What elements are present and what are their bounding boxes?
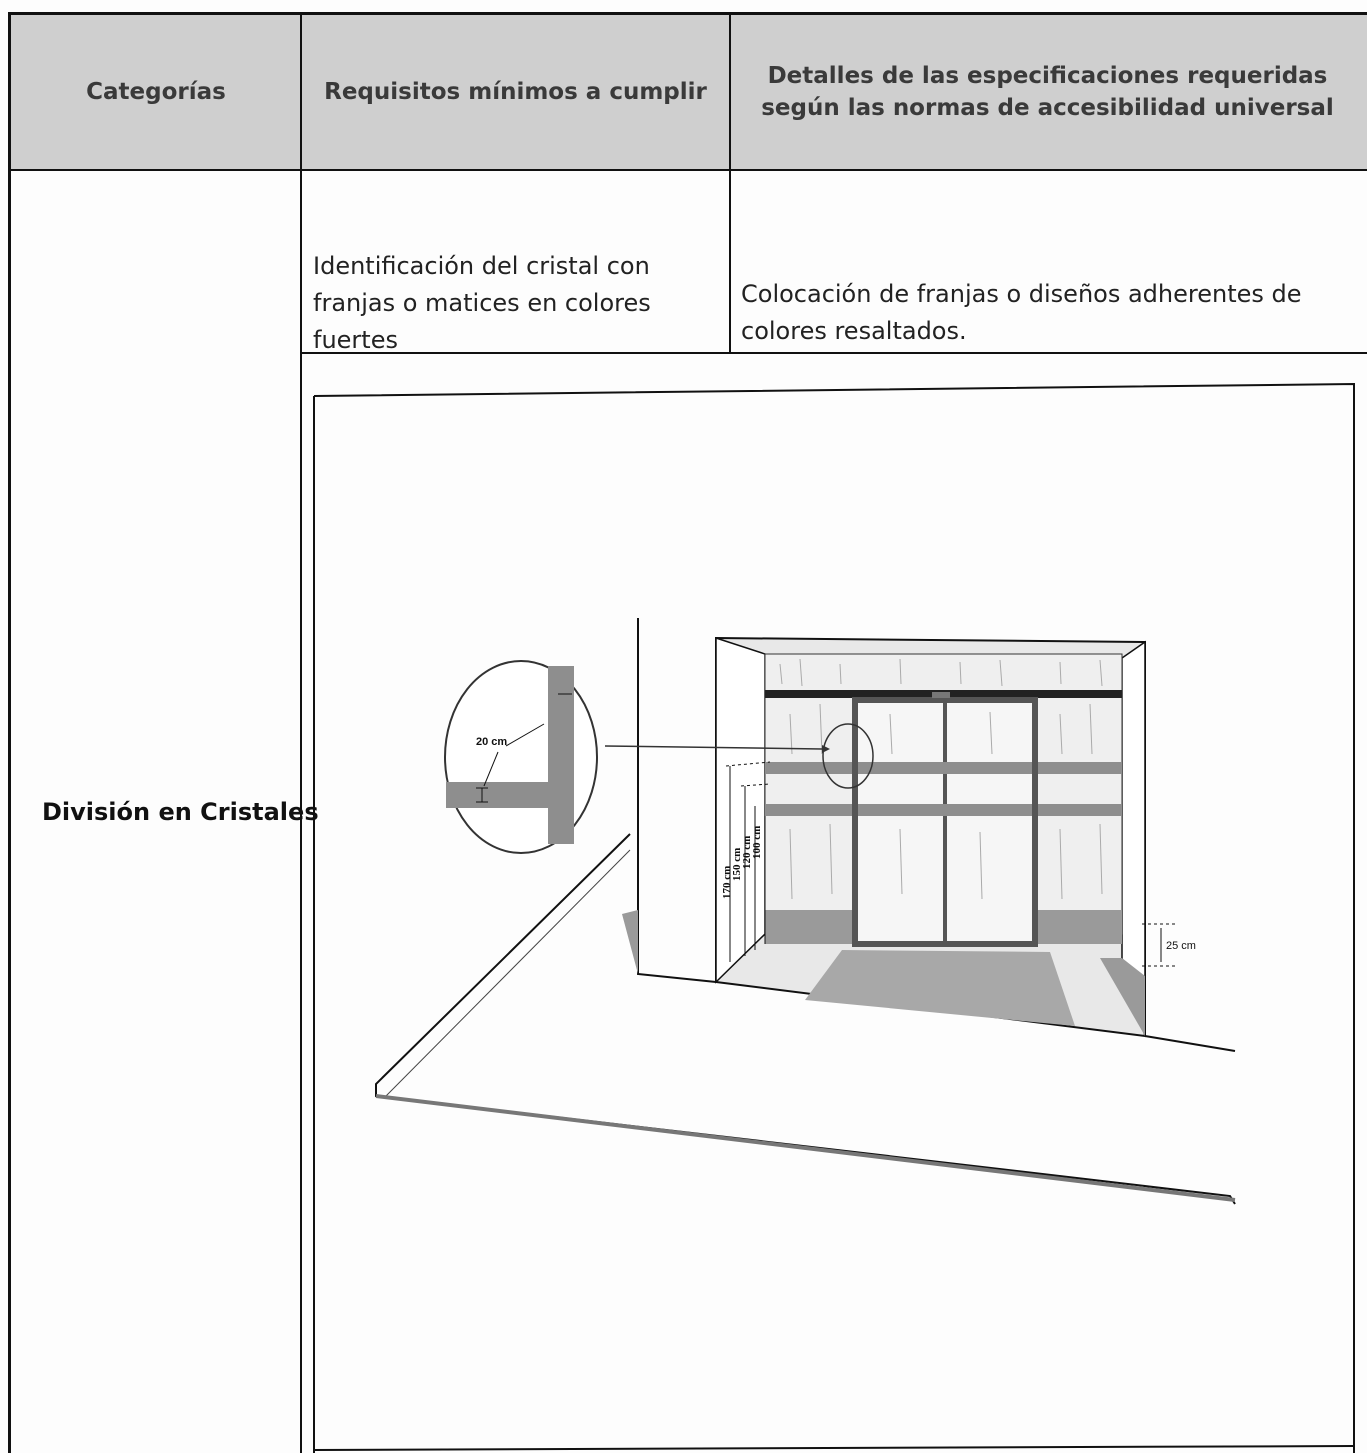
height-label-150: 150 cm — [731, 848, 743, 881]
zoom-dimension-label: 20 cm — [476, 736, 507, 748]
column-divider-1 — [300, 14, 302, 1453]
height-label-120: 120 cm — [741, 836, 753, 869]
header-categories: Categorías — [86, 78, 226, 105]
base-dimension-label: 25 cm — [1166, 940, 1196, 952]
height-label-100: 100 cm — [751, 826, 763, 859]
column-divider-2 — [729, 14, 731, 354]
glass-door-illustration: 20 cm 170 cm 150 cm 120 cm 100 cm 25 cm — [313, 382, 1355, 1453]
header-bottom-border — [8, 169, 1367, 171]
table-border-top — [8, 12, 1367, 15]
category-cell: División en Cristales — [42, 798, 319, 826]
table-header-background — [10, 14, 1367, 169]
header-details: Detalles de las especificaciones requeri… — [761, 62, 1334, 121]
detail-cell: Colocación de franjas o diseños adherent… — [741, 280, 1302, 345]
header-requirements: Requisitos mínimos a cumplir — [324, 78, 707, 105]
table-border-left — [8, 12, 11, 1453]
row-divider — [300, 352, 1367, 354]
requirement-cell: Identificación del cristal con franjas o… — [313, 252, 651, 354]
height-label-170: 170 cm — [721, 866, 733, 899]
